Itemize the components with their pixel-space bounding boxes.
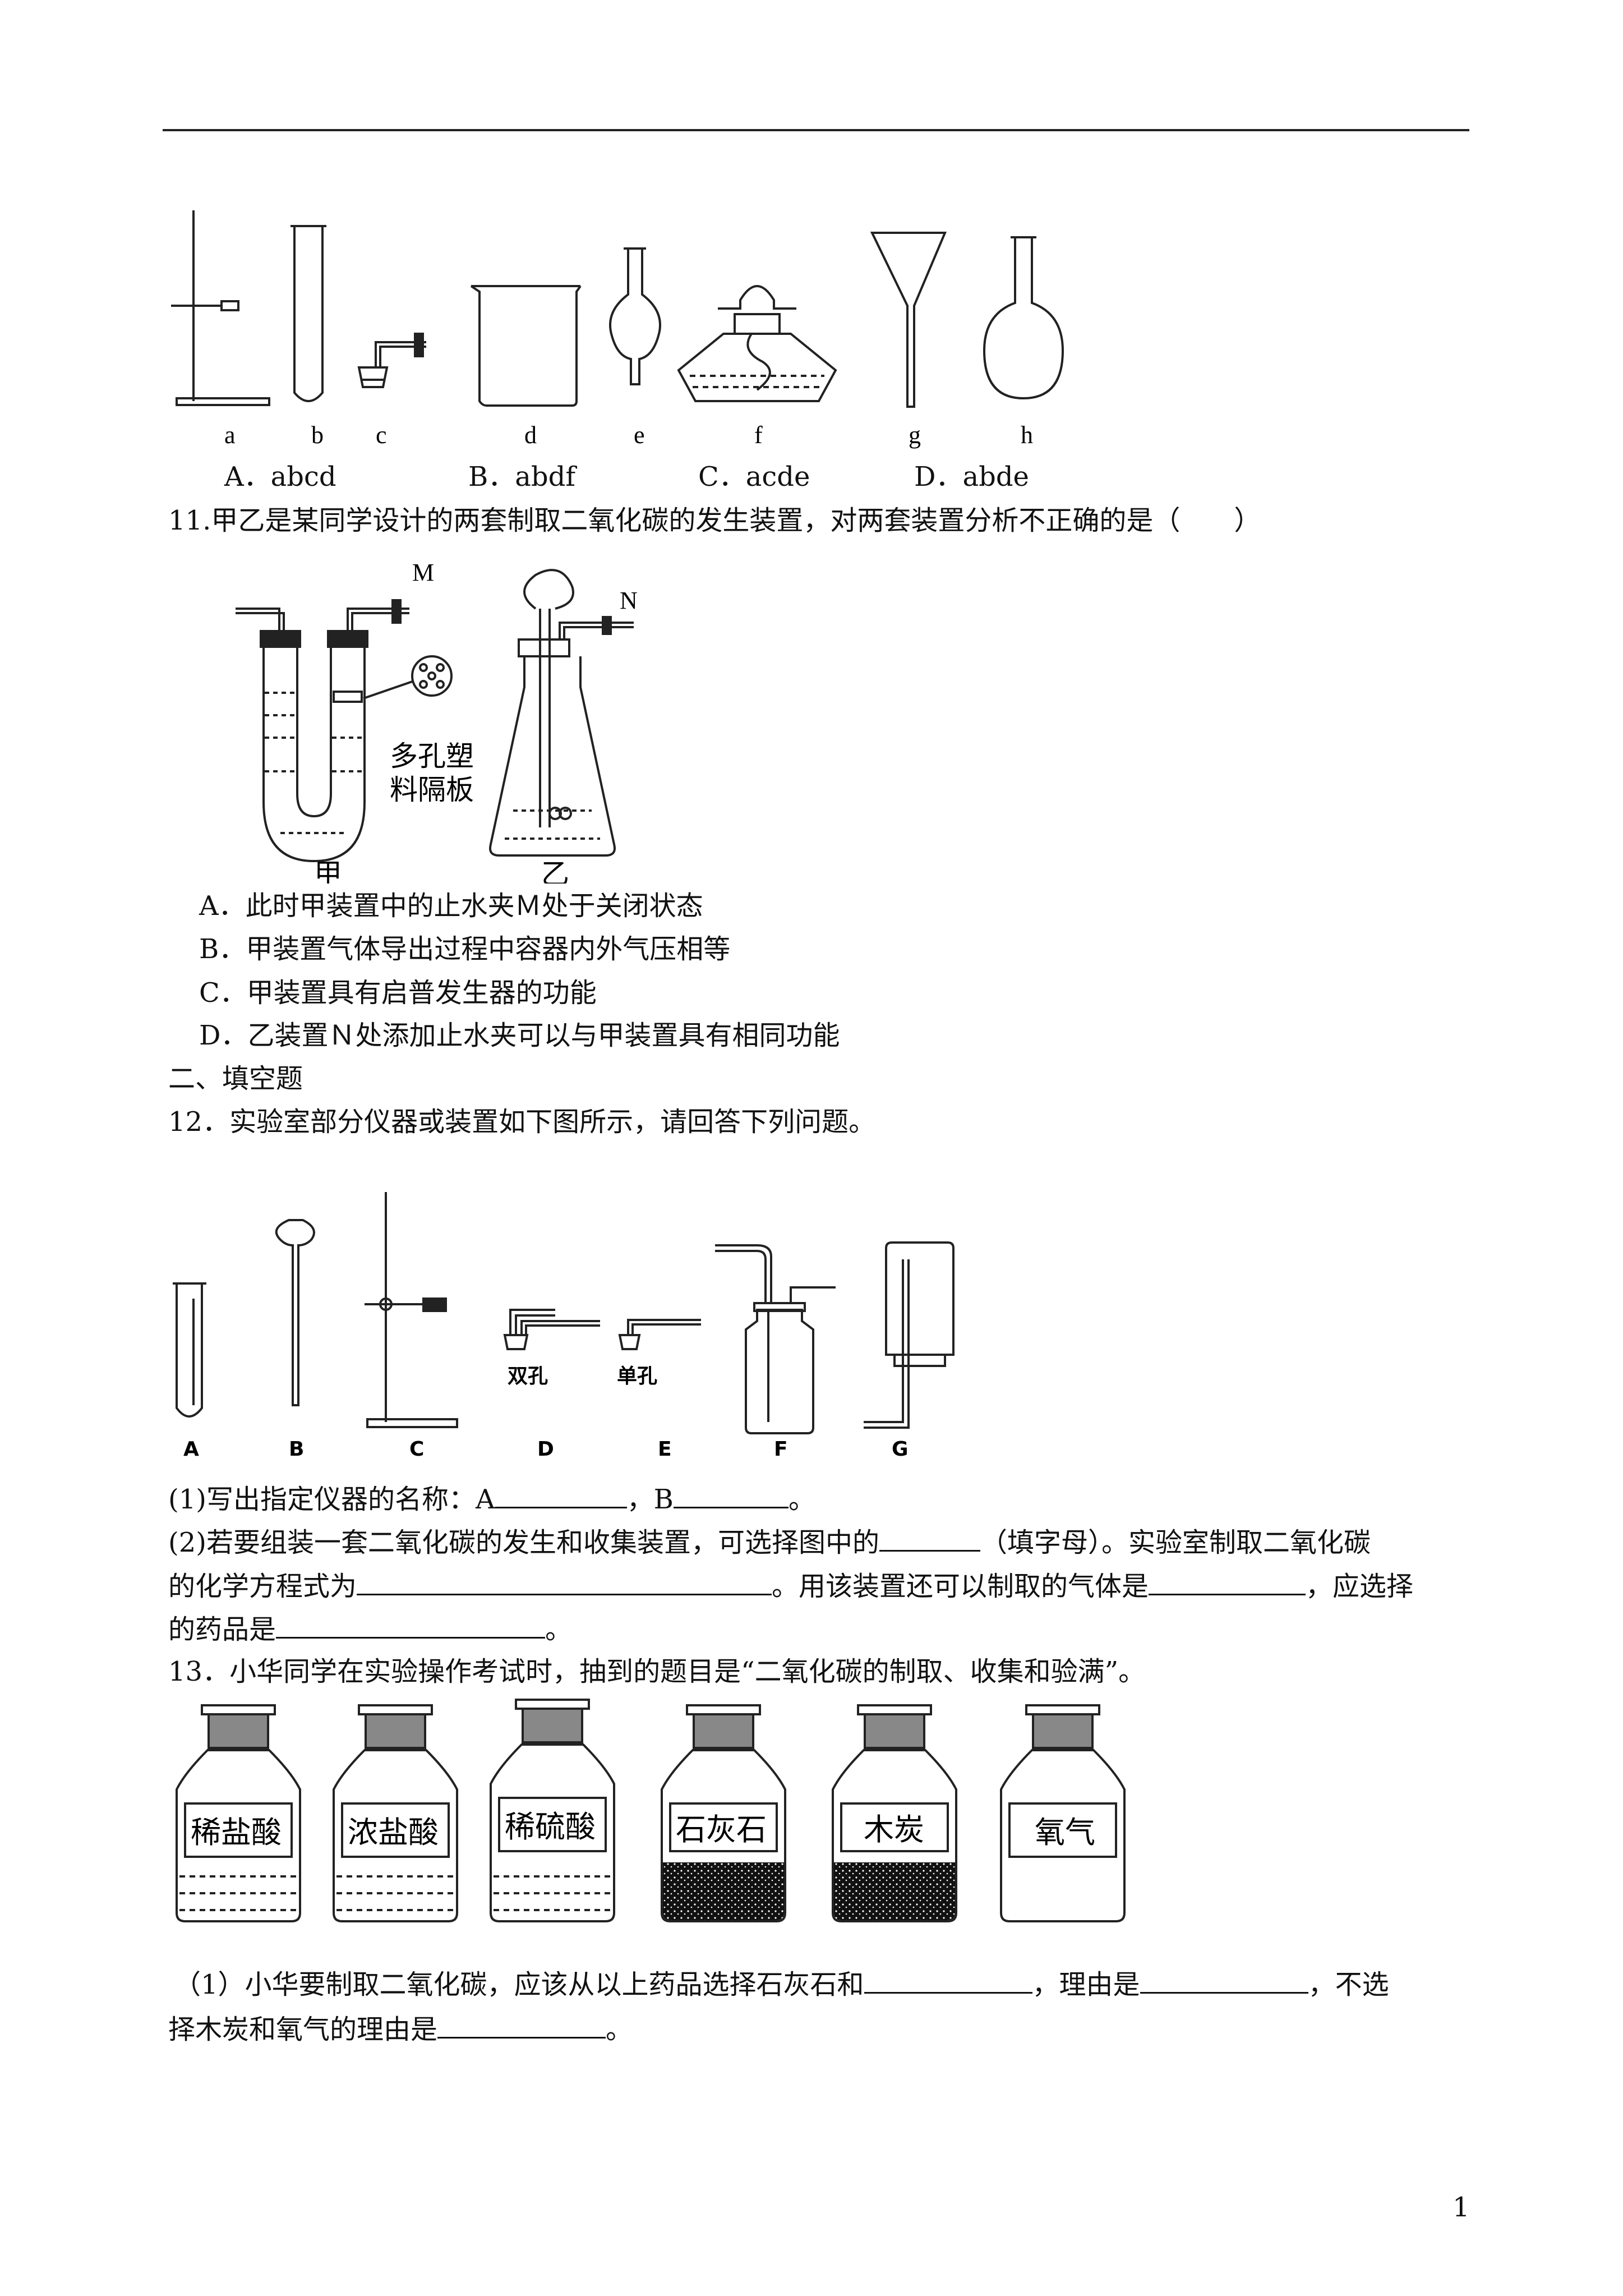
q13-p1-text-e: 。: [606, 2014, 633, 2045]
answer-blank-not-charcoal-reason[interactable]: [437, 2011, 606, 2039]
funnel-g: [870, 232, 947, 408]
answer-blank-equation[interactable]: [357, 1568, 772, 1595]
q12-p1-text-b: ，B: [626, 1484, 674, 1515]
q11-option-b[interactable]: B．甲装置气体导出过程中容器内外气压相等: [199, 933, 731, 965]
q11-option-a[interactable]: A．此时甲装置中的止水夹Ｍ处于关闭状态: [199, 890, 703, 922]
q12-p1-text-c: 。: [788, 1484, 815, 1515]
q12-part2-line2: 的化学方程式为 。用该装置还可以制取的气体是 ，应选择: [168, 1568, 1413, 1603]
q13-p1-text-c: ，不选: [1308, 1969, 1389, 2000]
q10-apparatus-figure: a b c d e f g h: [168, 199, 1122, 457]
label-g: g: [909, 421, 921, 449]
plate-label-line1: 多孔塑: [390, 740, 474, 772]
test-tube-b: [291, 225, 326, 402]
q11-apparatus-figure: M N 多孔塑 料隔板 甲 乙: [224, 547, 684, 884]
answer-blank-reason[interactable]: [1140, 1966, 1308, 1994]
answer-blank-reagents[interactable]: [276, 1611, 546, 1639]
q12-p1-text-a: (1)写出指定仪器的名称：A: [168, 1484, 495, 1515]
q13-part1-line2: 择木炭和氧气的理由是 。: [168, 2011, 633, 2046]
bottle-label-oxygen: 氧气: [1035, 1815, 1095, 1850]
q11-option-d[interactable]: D．乙装置Ｎ处添加止水夹可以与甲装置具有相同功能: [199, 1020, 840, 1051]
answer-blank-apparatus[interactable]: [879, 1524, 980, 1552]
q10-figure-labels: a b c d e f g h: [224, 421, 1033, 449]
label-m: M: [412, 559, 434, 586]
page-number: 1: [1453, 2192, 1470, 2223]
header-rule: [163, 129, 1469, 131]
round-flask-h: [983, 236, 1064, 400]
q12-p2-l1-text-a: (2)若要组装一套二氧化碳的发生和收集装置，可选择图中的: [168, 1527, 879, 1558]
q11-option-c[interactable]: C．甲装置具有启普发生器的功能: [199, 977, 597, 1009]
label-jia: 甲: [314, 858, 342, 884]
bottle-label-conc-hcl: 浓盐酸: [348, 1815, 439, 1850]
q12-p2-l1-text-b: （填字母）。实验室制取二氧化碳: [980, 1527, 1371, 1558]
bottle-label-charcoal: 木炭: [864, 1812, 924, 1847]
bottle-label-dilute-hcl: 稀盐酸: [191, 1815, 282, 1850]
label-F: F: [774, 1438, 788, 1461]
label-h: h: [1021, 421, 1033, 449]
q10-option-d[interactable]: D．abde: [914, 461, 1029, 493]
q12-part2-line1: (2)若要组装一套二氧化碳的发生和收集装置，可选择图中的 （填字母）。实验室制取二…: [168, 1524, 1371, 1559]
q13-reagent-bottles-figure: 稀盐酸 浓盐酸 稀硫酸 石灰石 木炭 氧气: [168, 1694, 1150, 1930]
separatory-funnel-e: [609, 247, 661, 385]
q12-part2-line3: 的药品是 。: [168, 1611, 572, 1646]
label-G: G: [892, 1438, 909, 1461]
answer-blank-other-gas[interactable]: [1149, 1568, 1306, 1595]
q13-p1-text-d: 择木炭和氧气的理由是: [168, 2014, 438, 2045]
q10-option-c[interactable]: C．acde: [698, 461, 810, 493]
q12-p2-l2-text-c: ，应选择: [1306, 1571, 1414, 1602]
label-e: e: [634, 421, 645, 449]
label-yi: 乙: [541, 858, 569, 884]
beaker-d: [470, 285, 582, 407]
q13-stem: 13．小华同学在实验操作考试时，抽到的题目是“二氧化碳的制取、收集和验满”。: [168, 1656, 1146, 1687]
label-a: a: [224, 421, 236, 449]
label-n: N: [620, 587, 638, 614]
q11-stem: 11.甲乙是某同学设计的两套制取二氧化碳的发生装置，对两套装置分析不正确的是（ …: [168, 505, 1261, 536]
q12-part1: (1)写出指定仪器的名称：A ，B 。: [168, 1481, 815, 1516]
answer-blank-A-name[interactable]: [495, 1481, 627, 1508]
q13-p1-text-a: （1）小华要制取二氧化碳，应该从以上药品选择石灰石和: [174, 1969, 864, 2000]
q12-p2-l3-text-b: 。: [545, 1614, 573, 1645]
section-heading-fill-in: 二、填空题: [168, 1063, 303, 1094]
label-B: B: [289, 1438, 304, 1461]
answer-blank-acid-choice[interactable]: [864, 1966, 1032, 1994]
label-E: E: [658, 1438, 672, 1461]
bottle-label-limestone: 石灰石: [676, 1812, 767, 1847]
label-double-hole: 双孔: [508, 1365, 548, 1388]
q13-part1-line1: （1）小华要制取二氧化碳，应该从以上药品选择石灰石和 ，理由是 ，不选: [174, 1966, 1389, 2001]
label-d: d: [524, 421, 537, 449]
q10-option-a[interactable]: A．abcd: [224, 461, 336, 493]
bottle-label-dilute-h2so4: 稀硫酸: [505, 1809, 596, 1844]
label-C: C: [409, 1438, 424, 1461]
alcohol-lamp-f: [677, 285, 837, 402]
q12-stem: 12．实验室部分仪器或装置如下图所示，请回答下列问题。: [168, 1106, 876, 1138]
label-A: A: [183, 1438, 199, 1461]
label-D: D: [537, 1438, 554, 1461]
label-b: b: [311, 421, 324, 449]
iron-stand-a: [171, 210, 270, 406]
label-c: c: [376, 421, 387, 449]
q10-option-b[interactable]: B．abdf: [468, 461, 576, 493]
q12-p2-l3-text-a: 的药品是: [168, 1614, 276, 1645]
q12-p2-l2-text-a: 的化学方程式为: [168, 1571, 357, 1602]
label-single-hole: 单孔: [617, 1365, 657, 1388]
plate-label-line2: 料隔板: [390, 774, 474, 806]
stopper-clamp-c: [357, 333, 426, 388]
label-f: f: [754, 421, 763, 449]
q12-apparatus-figure: 双孔 单孔 A B C D E F G: [163, 1186, 976, 1461]
q13-p1-text-b: ，理由是: [1032, 1969, 1140, 2000]
answer-blank-B-name[interactable]: [673, 1481, 789, 1508]
q12-p2-l2-text-b: 。用该装置还可以制取的气体是: [772, 1571, 1149, 1602]
